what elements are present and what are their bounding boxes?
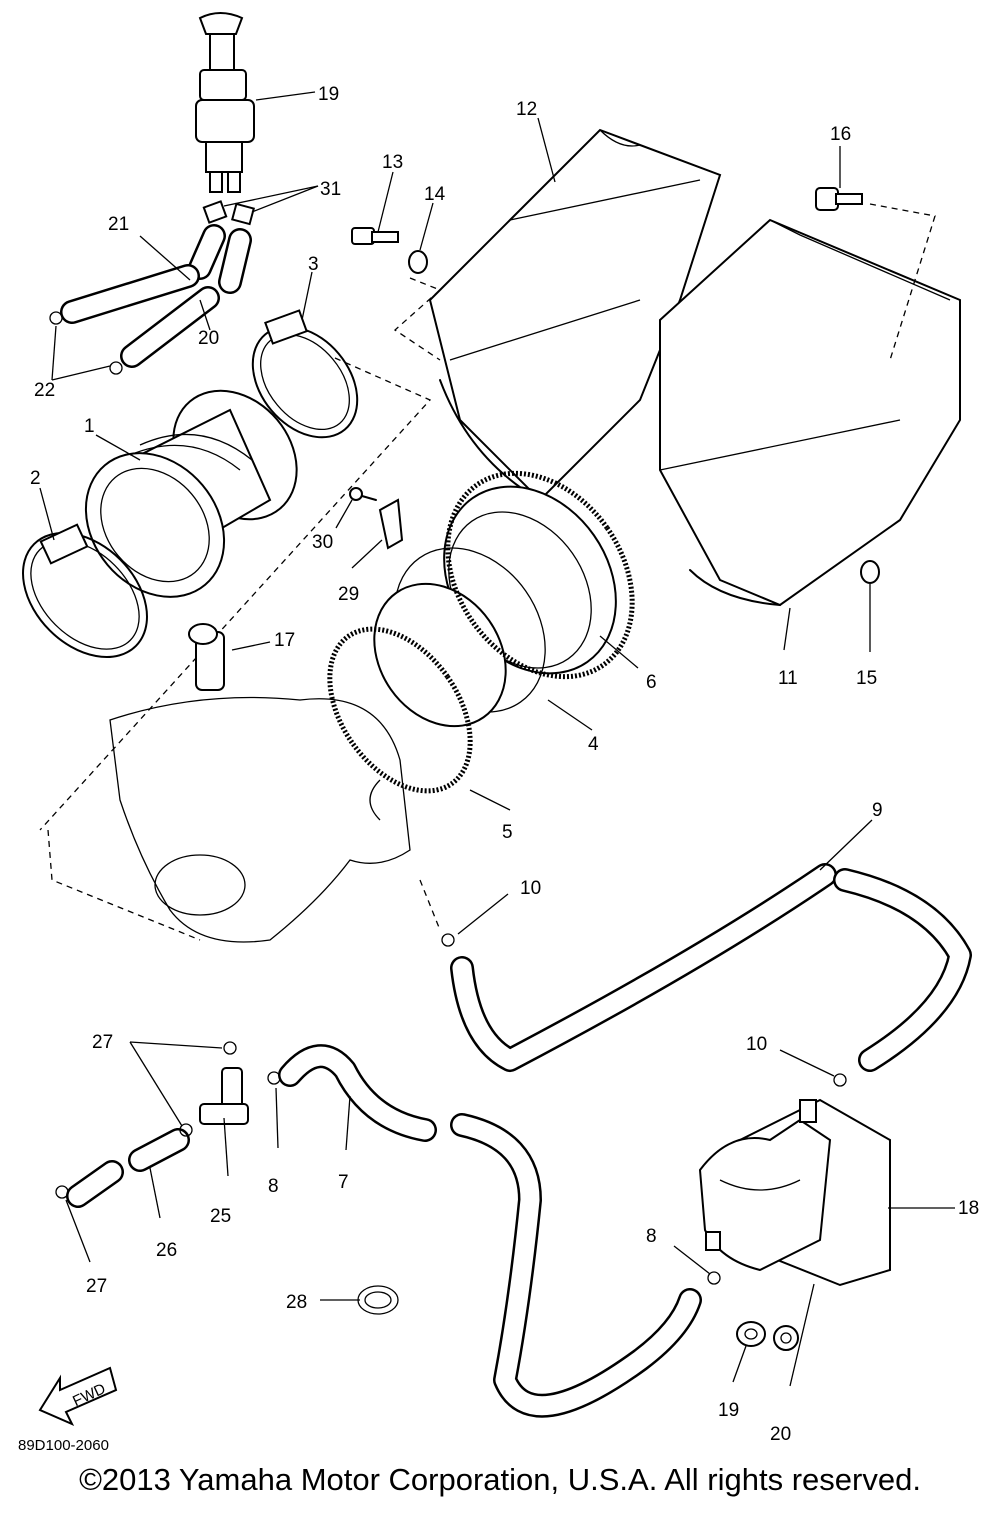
joint-part-1	[84, 389, 298, 598]
gasket-part-5	[327, 626, 473, 794]
label-part-20: 20	[770, 1424, 791, 1445]
label-part-3: 3	[308, 254, 319, 275]
label-part-26: 26	[156, 1240, 177, 1261]
label-part-15: 15	[856, 668, 877, 689]
label-part-4: 4	[588, 734, 599, 755]
clip-part-27	[55, 1041, 237, 1199]
bolt-part-16	[815, 187, 863, 211]
valve-part-21	[195, 12, 255, 193]
washer-part-14	[408, 250, 428, 274]
silencer-case-part-11	[659, 218, 961, 607]
nut-part-15	[860, 560, 880, 584]
label-part-10-lower: 10	[746, 1034, 767, 1055]
label-part-9: 9	[872, 800, 883, 821]
label-part-21: 19	[318, 84, 339, 105]
label-part-28: 28	[286, 1292, 307, 1313]
label-part-23: 21	[108, 214, 129, 235]
engine-outline	[109, 696, 411, 943]
label-part-24: 22	[34, 380, 55, 401]
label-part-11: 11	[778, 668, 798, 689]
label-part-7: 7	[338, 1172, 349, 1193]
label-part-27-upper: 27	[92, 1032, 113, 1053]
label-part-8-left: 8	[268, 1176, 279, 1197]
label-part-18: 18	[958, 1198, 979, 1219]
leader-lines	[39, 91, 955, 1387]
hoses-part-22-23	[49, 200, 255, 375]
copyright-notice: ©2013 Yamaha Motor Corporation, U.S.A. A…	[79, 1462, 921, 1497]
clip-part-10	[441, 933, 847, 1087]
label-part-25: 25	[210, 1206, 231, 1227]
clip-part-8	[267, 1071, 721, 1285]
gasket-part-6	[445, 470, 635, 680]
label-part-5: 5	[502, 822, 513, 843]
label-part-27-lower: 27	[86, 1276, 107, 1297]
label-part-8-right: 8	[646, 1226, 657, 1247]
label-part-12: 12	[516, 99, 537, 120]
plug-part-17	[188, 623, 225, 691]
clamp-part-2	[22, 523, 148, 658]
hose-part-7	[278, 1044, 702, 1418]
joint-part-4	[373, 485, 617, 728]
label-part-2: 2	[30, 468, 41, 489]
hose-part-9	[450, 863, 972, 1072]
label-part-16: 16	[830, 124, 851, 145]
drawing-code: 89D100-2060	[18, 1437, 109, 1454]
label-part-17: 17	[274, 630, 295, 651]
bolt-part-13	[351, 227, 399, 245]
label-part-1: 1	[84, 416, 95, 437]
washer-part-20	[773, 1325, 799, 1351]
label-part-30: 30	[312, 532, 333, 553]
label-part-14: 14	[424, 184, 446, 205]
hose-part-26	[66, 1128, 190, 1208]
silencer-case-part-12	[428, 128, 722, 502]
clip-part-28	[357, 1285, 399, 1315]
clamp-part-3	[251, 309, 359, 439]
screw-part-30	[349, 487, 377, 501]
part-labels: 19 12 16 13 31 14 21 3 20 22 1 2 30 29 1…	[30, 84, 979, 1445]
label-part-13: 13	[382, 152, 403, 173]
fwd-arrow-icon: FWD	[38, 1366, 118, 1427]
label-part-22: 20	[198, 328, 219, 349]
label-part-29: 29	[338, 584, 359, 605]
label-part-10-upper: 10	[520, 878, 541, 899]
label-part-31: 31	[320, 179, 341, 200]
label-part-19: 19	[718, 1400, 739, 1421]
grommet-part-19	[736, 1321, 766, 1347]
joint-part-25	[199, 1067, 249, 1125]
assembly-lines	[39, 203, 936, 941]
bracket-part-29	[378, 498, 404, 550]
label-part-6: 6	[646, 672, 657, 693]
fuel-pump-part-18	[698, 1098, 891, 1287]
